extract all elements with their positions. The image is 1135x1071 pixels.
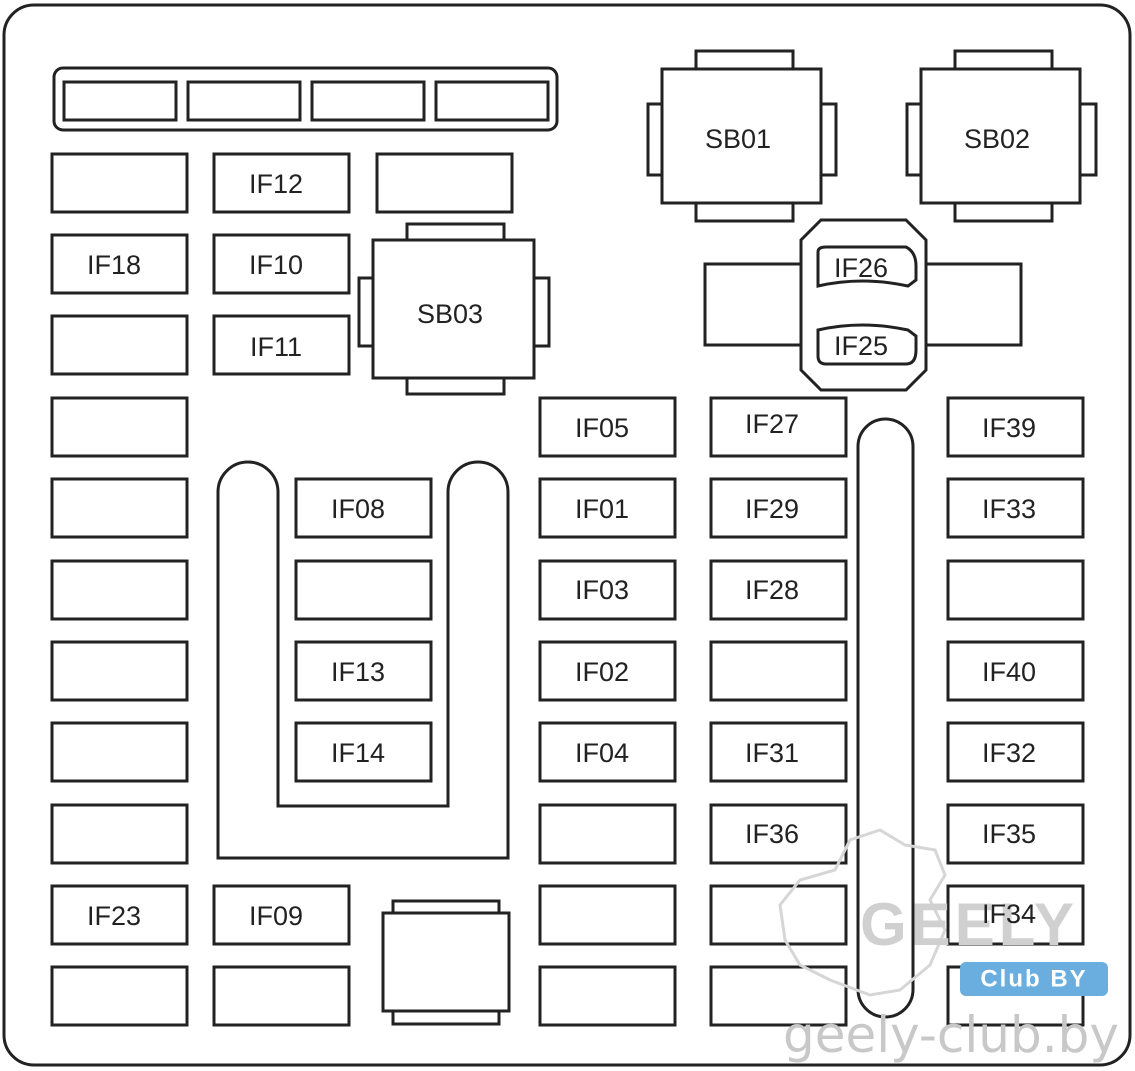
fuse-slot-empty	[50, 640, 189, 702]
fuse-label-if32: IF32	[982, 738, 1036, 768]
relay-label-sb03: SB03	[417, 299, 483, 329]
watermark: GEELY Club BY geely-club.by	[778, 828, 1119, 1064]
fuse-slot-if27	[709, 396, 848, 458]
fuse-slot-empty	[50, 803, 189, 865]
watermark-url: geely-club.by	[783, 1006, 1119, 1064]
fuse-slot-if33	[946, 477, 1085, 539]
fuse-slot-if29	[709, 477, 848, 539]
vertical-channel	[856, 417, 915, 1019]
fuse-slot-if09	[212, 884, 351, 946]
fuse-slot-empty	[50, 477, 189, 539]
fuse-label-if27: IF27	[745, 409, 799, 439]
fuse-slot-empty	[50, 396, 189, 458]
fuse-slot-if40	[946, 640, 1085, 702]
fuse-label-if12: IF12	[249, 169, 303, 199]
fuse-label-if26: IF26	[834, 253, 888, 283]
fuse-label-if10: IF10	[249, 250, 303, 280]
fuse-slot-if02	[538, 640, 677, 702]
u-channel	[216, 460, 510, 860]
fuse-label-if34: IF34	[982, 899, 1036, 929]
fuse-slot-if31	[709, 721, 848, 783]
fuse-slot-empty	[50, 314, 189, 376]
fuse-label-if33: IF33	[982, 494, 1036, 524]
fuse-slot-empty	[709, 884, 848, 946]
fuse-slot-if12	[212, 152, 351, 214]
fuse-label-if04: IF04	[575, 738, 629, 768]
watermark-club-badge	[960, 962, 1108, 996]
fuse-slot-empty	[538, 884, 677, 946]
fuse-slot-empty	[294, 559, 433, 621]
fuse-slot-if13	[294, 640, 433, 702]
fuse-label-if03: IF03	[575, 575, 629, 605]
fuse-label-if08: IF08	[331, 494, 385, 524]
fuse-label-if11: IF11	[250, 332, 302, 362]
fuse-slot-empty	[50, 965, 189, 1027]
fuse-label-if05: IF05	[575, 413, 629, 443]
fuse-label-if35: IF35	[982, 819, 1036, 849]
fuse-slot-empty	[709, 640, 848, 702]
dual-fuse-holder	[703, 218, 1023, 392]
fuse-slot-empty	[212, 965, 351, 1027]
fuse-slot-empty	[538, 965, 677, 1027]
fuse-slot-empty	[375, 152, 514, 214]
fuse-label-if25: IF25	[834, 331, 888, 361]
map-outline-icon	[778, 828, 947, 997]
fuse-label-if01: IF01	[575, 494, 629, 524]
fuse-slot-if23	[50, 884, 189, 946]
fuse-slot-if35	[946, 803, 1085, 865]
fuse-slot-if10	[212, 233, 351, 295]
fuse-label-if02: IF02	[575, 657, 629, 687]
fuse-slot-empty	[50, 559, 189, 621]
fuse-slot-if34	[946, 884, 1085, 946]
fuse-slot-empty	[946, 559, 1085, 621]
fuse-label-if18: IF18	[87, 250, 141, 280]
fuse-slot-if32	[946, 721, 1085, 783]
fuse-slot-if25	[816, 323, 918, 366]
fuse-label-if09: IF09	[249, 901, 303, 931]
fuse-slot-if04	[538, 721, 677, 783]
fuse-slot-if05	[538, 396, 677, 458]
connector-block	[52, 66, 559, 132]
fuse-slot-if26	[816, 245, 918, 288]
fuse-label-if14: IF14	[331, 738, 385, 768]
fuse-slot-if11	[212, 314, 351, 376]
fuse-label-if40: IF40	[982, 657, 1036, 687]
fuse-slot-empty	[538, 803, 677, 865]
fuse-label-if31: IF31	[745, 738, 799, 768]
relay-label-sb02: SB02	[964, 124, 1030, 154]
relay-sb01	[646, 49, 838, 223]
watermark-club: Club BY	[980, 966, 1087, 993]
fuse-slot-if01	[538, 477, 677, 539]
fuse-label-if28: IF28	[745, 575, 799, 605]
fuse-slot-if28	[709, 559, 848, 621]
fuse-slot-empty	[50, 152, 189, 214]
fuse-slot-if18	[50, 233, 189, 295]
fuse-slot-if08	[294, 477, 433, 539]
fuse-slot-if03	[538, 559, 677, 621]
watermark-brand: GEELY	[860, 891, 1078, 958]
relay-label-sb01: SB01	[705, 124, 771, 154]
fuse-label-if23: IF23	[87, 901, 141, 931]
fuse-label-if29: IF29	[745, 494, 799, 524]
small-relay	[381, 899, 511, 1026]
fuse-slot-if14	[294, 721, 433, 783]
fuse-slot-if36	[709, 803, 848, 865]
fuse-slot-empty	[50, 721, 189, 783]
relay-sb03	[357, 222, 551, 396]
fuse-slot-if39	[946, 396, 1085, 458]
fuse-label-if13: IF13	[331, 657, 385, 687]
relay-sb02	[905, 49, 1098, 223]
fuse-label-if36: IF36	[745, 819, 799, 849]
fuse-label-if39: IF39	[982, 413, 1036, 443]
